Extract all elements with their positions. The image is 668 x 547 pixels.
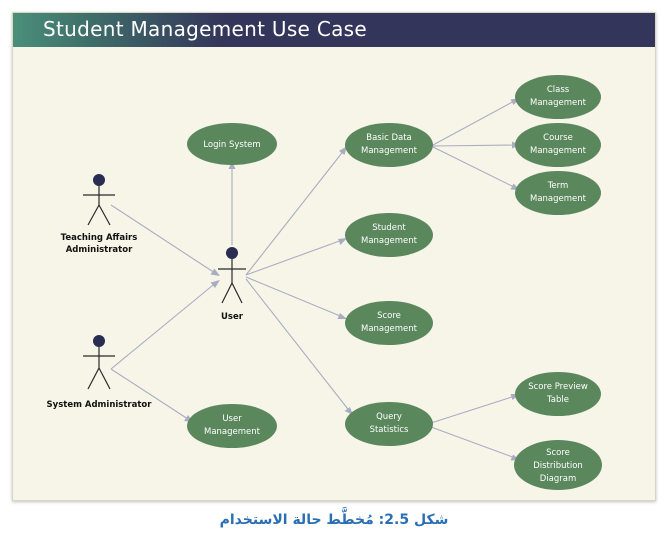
- title-bar: Student Management Use Case: [13, 13, 655, 47]
- use-case-label: User: [222, 414, 242, 424]
- use-case-label: Score Preview: [528, 382, 588, 392]
- use-case-query-statistics: Query Statistics: [345, 402, 433, 446]
- actor-head-icon: [93, 335, 105, 347]
- arrowhead-student: [338, 238, 347, 245]
- use-case-label: Student: [372, 223, 406, 233]
- use-case-label: Diagram: [540, 474, 577, 484]
- arrowhead-query: [344, 407, 353, 415]
- use-case-label: Course: [543, 133, 573, 143]
- actor-label: User: [221, 312, 244, 322]
- use-case-score-distribution-diagram: Score Distribution Diagram: [514, 440, 602, 490]
- use-case-label: Score: [546, 448, 570, 458]
- edges: [110, 98, 519, 460]
- edge-query-to-preview: [430, 394, 519, 424]
- arrowhead-basic-data: [339, 146, 347, 155]
- use-case-label: Term: [547, 181, 569, 191]
- use-case-label: Class: [547, 85, 570, 95]
- use-case-label: Query: [376, 412, 402, 422]
- use-case-label: Score: [377, 311, 401, 321]
- actor-label: Administrator: [66, 245, 133, 255]
- actor-user: User: [218, 247, 246, 322]
- title-bar-accent: [13, 13, 223, 47]
- use-case-label: Management: [530, 146, 587, 156]
- use-case-course-management: Course Management: [515, 123, 601, 167]
- use-case-score-preview-table: Score Preview Table: [515, 372, 601, 416]
- diagram-card: Student Management Use Case: [12, 12, 656, 501]
- actor-system-administrator: System Administrator: [47, 335, 153, 410]
- actor-teaching-affairs-administrator: Teaching Affairs Administrator: [61, 174, 138, 255]
- actor-label: System Administrator: [47, 400, 153, 410]
- edge-sysadmin-to-user-management: [110, 368, 192, 422]
- use-case-label: Basic Data: [366, 133, 412, 143]
- use-case-score-management: Score Management: [345, 301, 433, 345]
- use-case-label: Management: [361, 236, 418, 246]
- use-case-student-management: Student Management: [345, 213, 433, 257]
- edge-user-to-student: [245, 238, 346, 276]
- arrowhead-score: [337, 313, 347, 319]
- edge-teaching-to-user: [110, 204, 219, 276]
- use-case-class-management: Class Management: [515, 75, 601, 119]
- actor-label: Teaching Affairs: [61, 233, 138, 243]
- actor-head-icon: [226, 247, 238, 259]
- use-case-label: Management: [361, 146, 418, 156]
- edge-basic-to-course: [432, 144, 519, 147]
- edge-user-to-basic-data: [245, 148, 346, 276]
- figure-caption: شكل 2.5: مُخطَّط حالة الاستخدام: [219, 512, 449, 528]
- edge-sysadmin-to-user: [110, 280, 219, 370]
- use-case-diagram: Login System User Management Basic Data …: [47, 75, 602, 490]
- use-case-label: Statistics: [370, 425, 409, 435]
- edge-basic-to-class: [432, 98, 519, 146]
- use-case-label: Management: [530, 194, 587, 204]
- edge-user-to-score: [245, 276, 346, 319]
- edge-query-to-distribution: [430, 426, 519, 460]
- use-case-basic-data-management: Basic Data Management: [345, 123, 433, 167]
- edge-user-to-query: [245, 278, 352, 414]
- arrowhead-user-from-teaching: [210, 268, 220, 276]
- use-case-label: Management: [204, 427, 261, 437]
- use-case-label: Login System: [203, 140, 260, 150]
- arrowhead-user-from-sysadmin: [210, 280, 220, 288]
- use-case-login-system: Login System: [187, 123, 277, 165]
- use-case-label: Distribution: [533, 461, 583, 471]
- edge-basic-to-term: [432, 146, 519, 190]
- actor-head-icon: [93, 174, 105, 186]
- use-case-term-management: Term Management: [515, 171, 601, 215]
- use-case-label: Management: [530, 98, 587, 108]
- use-case-user-management: User Management: [187, 404, 277, 448]
- diagram-title: Student Management Use Case: [43, 17, 367, 41]
- use-case-label: Table: [546, 395, 569, 405]
- use-case-label: Management: [361, 324, 418, 334]
